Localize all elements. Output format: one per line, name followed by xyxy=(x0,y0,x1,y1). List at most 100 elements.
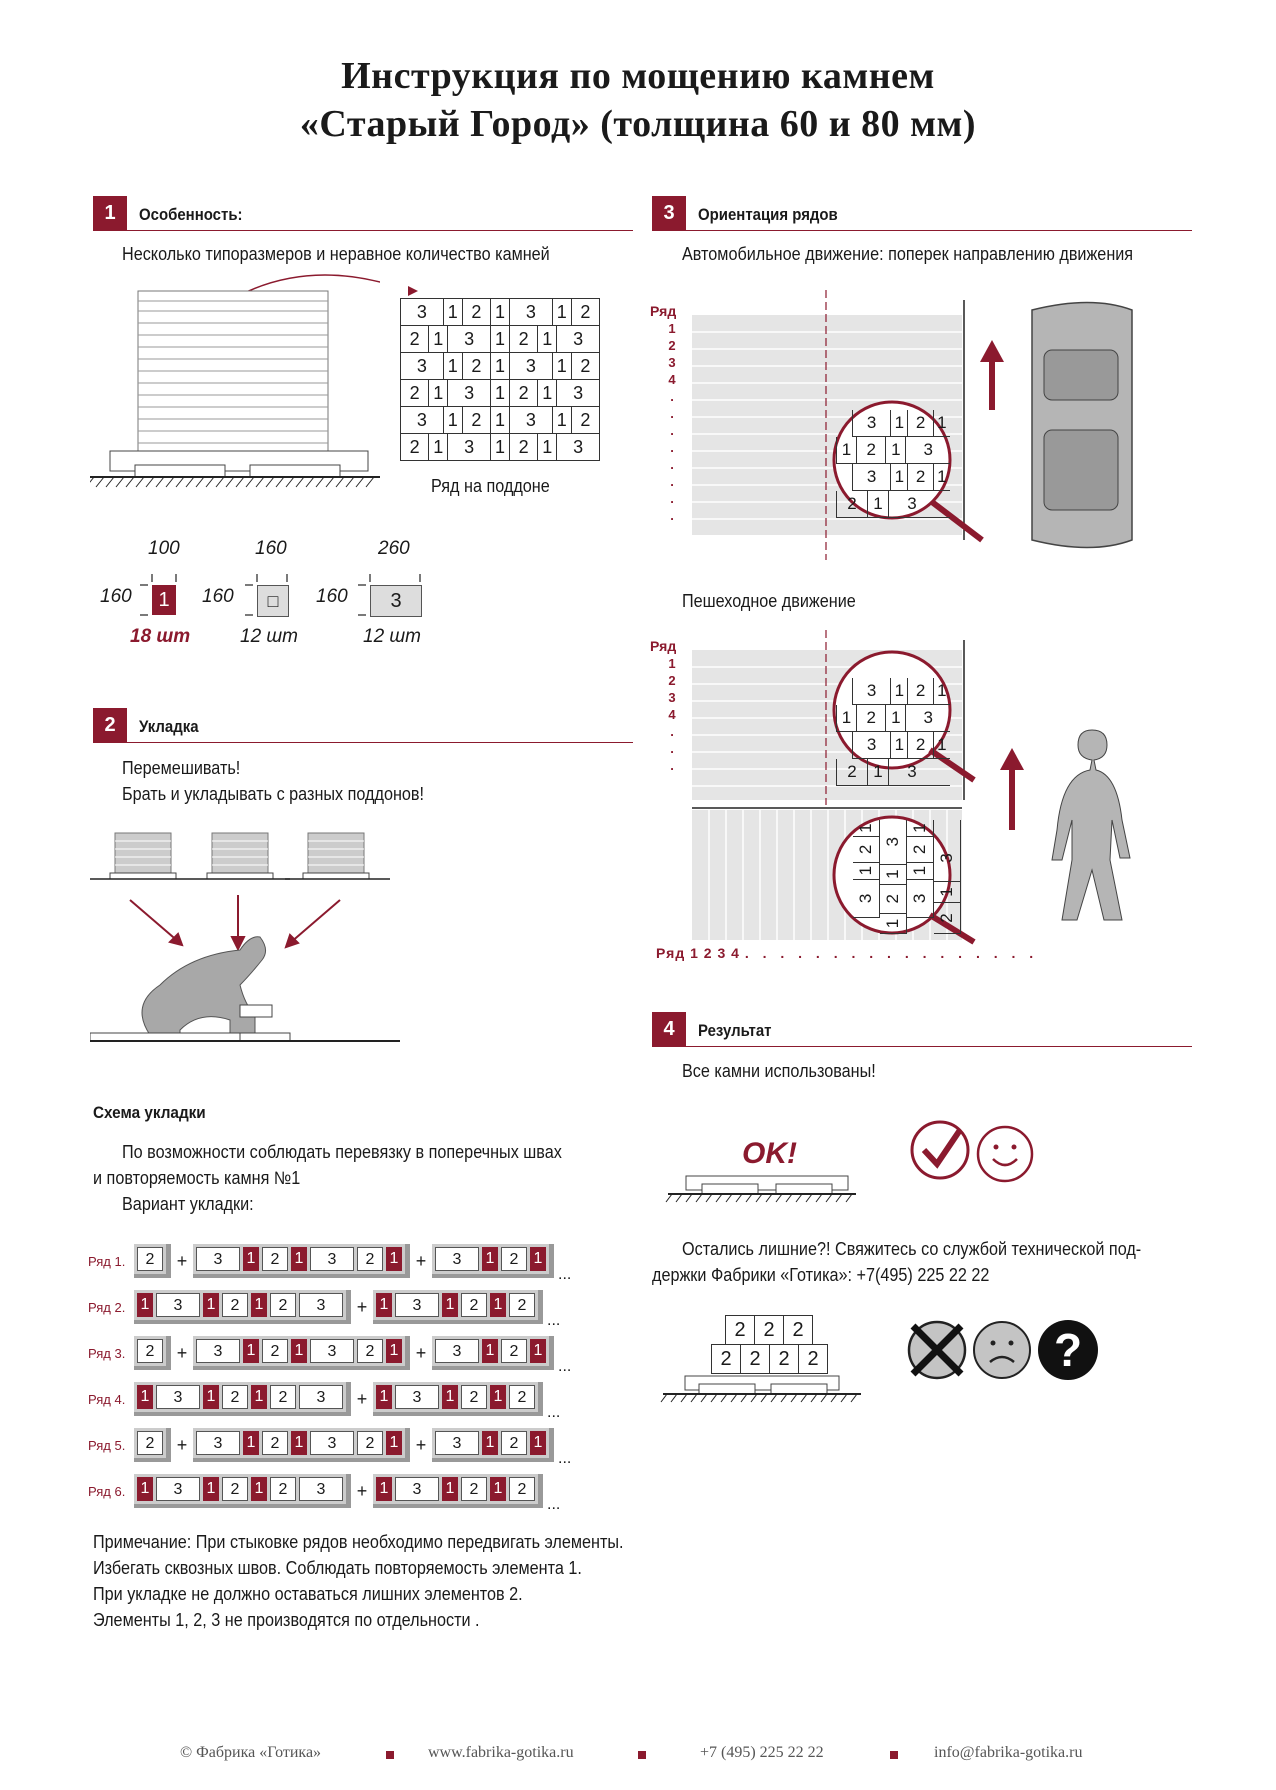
section2-line2: Брать и укладывать с разных поддонов! xyxy=(122,784,425,804)
scheme-stone: 3 xyxy=(299,1293,343,1317)
note-line3: При укладке не должно оставаться лишних … xyxy=(93,1584,523,1604)
pedestrian-text: Пешеходное движение xyxy=(682,591,856,611)
stack-stone: 2 xyxy=(754,1315,784,1345)
pallet-cell: 1 xyxy=(489,407,509,433)
smile-icon xyxy=(976,1125,1034,1183)
scheme-row-label: Ряд 2. xyxy=(88,1299,126,1315)
cross-icon xyxy=(907,1320,967,1380)
pallet-cell: 3 xyxy=(556,434,599,460)
footer-separator xyxy=(386,1751,394,1759)
scheme-stone: 1 xyxy=(251,1477,267,1501)
pallet-cell: 2 xyxy=(461,299,490,325)
pallet-cell: 1 xyxy=(489,326,509,352)
scheme-stone: 1 xyxy=(203,1477,219,1501)
stone2-box: □ xyxy=(257,585,289,617)
scheme-stone: 2 xyxy=(357,1339,383,1363)
scheme-stone: 1 xyxy=(482,1339,498,1363)
stone1-count: 18 шт xyxy=(130,626,191,647)
scheme-stone: 1 xyxy=(243,1339,259,1363)
magnifier-cell: 3 xyxy=(852,464,890,490)
scheme-stone: 1 xyxy=(137,1477,153,1501)
magnifier-cell: 2 xyxy=(836,759,867,785)
scheme-stone: 2 xyxy=(137,1431,163,1455)
stone1-box: 1 xyxy=(152,585,176,615)
scheme-stone: 2 xyxy=(509,1477,535,1501)
magnifier-cell: 3 xyxy=(852,410,890,436)
magnifier-cell: 3 xyxy=(907,879,933,918)
footer-email[interactable]: info@fabrika-gotika.ru xyxy=(934,1744,1083,1761)
ped-row-num-4: 4 xyxy=(668,707,676,722)
pallet-cell: 2 xyxy=(409,383,420,403)
scheme-stone: 2 xyxy=(461,1293,487,1317)
pallet-cell: 2 xyxy=(570,353,599,379)
section3-heading: Ориентация рядов xyxy=(698,205,838,224)
magnifier-cell: 1 xyxy=(853,820,879,838)
scheme-stone: 2 xyxy=(222,1293,248,1317)
scheme-line1: По возможности соблюдать перевязку в поп… xyxy=(122,1142,562,1162)
scheme-stone: 3 xyxy=(196,1431,240,1455)
note-line2: Избегать сквозных швов. Соблюдать повтор… xyxy=(93,1558,582,1578)
magnifier-cell: 3 xyxy=(852,732,890,758)
ped-row-num-3: 3 xyxy=(668,690,676,705)
ped-row-label: Ряд xyxy=(650,638,677,654)
pallet-caption: Ряд на поддоне xyxy=(431,476,550,496)
scheme-stone: 1 xyxy=(137,1385,153,1409)
magnifier-cell: 2 xyxy=(855,437,885,463)
section4-text: Все камни использованы! xyxy=(682,1061,876,1081)
scheme-stone: 1 xyxy=(442,1293,458,1317)
stone3-box: 3 xyxy=(370,585,422,617)
pallet-cell: 2 xyxy=(570,407,599,433)
section4-number: 4 xyxy=(652,1012,686,1046)
pallet-cell: 1 xyxy=(489,380,509,406)
pallet-cell: 2 xyxy=(461,353,490,379)
magnifier-cell: 3 xyxy=(934,835,960,882)
stone3-count: 12 шт xyxy=(363,626,422,647)
scheme-stone: 1 xyxy=(137,1293,153,1317)
plus-sign: + xyxy=(415,1250,427,1271)
section1-text: Несколько типоразмеров и неравное количе… xyxy=(122,244,550,264)
pallet-cell: 2 xyxy=(409,329,420,349)
title-line1: Инструкция по мощению камнем xyxy=(341,55,935,97)
magnifier-cell: 3 xyxy=(888,759,935,785)
pallet-cell: 1 xyxy=(489,353,509,379)
scheme-stone: 2 xyxy=(137,1247,163,1271)
scheme-row-label: Ряд 5. xyxy=(88,1437,126,1453)
pallet-cell: 3 xyxy=(447,434,490,460)
magnifier-cell: 3 xyxy=(888,491,935,517)
scheme-stone: 3 xyxy=(156,1477,200,1501)
scheme-stone: 1 xyxy=(243,1431,259,1455)
scheme-stone: 1 xyxy=(291,1431,307,1455)
scheme-stone: 1 xyxy=(203,1293,219,1317)
pallet-cell: 1 xyxy=(428,380,447,406)
footer-site[interactable]: www.fabrika-gotika.ru xyxy=(428,1744,574,1761)
scheme-stone: 2 xyxy=(501,1339,527,1363)
scheme-stone: 3 xyxy=(310,1431,354,1455)
pallet-arrowhead xyxy=(408,286,418,296)
scheme-stone: 3 xyxy=(310,1339,354,1363)
auto-row-label: Ряд xyxy=(650,303,677,319)
sad-face-icon xyxy=(973,1321,1031,1379)
auto-row-numbers: 1 2 3 4 ........ xyxy=(665,320,679,524)
magnifier-cell: 2 xyxy=(855,705,885,731)
stone2-side: 160 xyxy=(202,586,234,607)
scheme-ellipsis: ... xyxy=(547,1404,561,1421)
scheme-stone: 1 xyxy=(482,1247,498,1271)
auto-orientation-diagram xyxy=(692,290,1133,560)
magnifier-cell: 1 xyxy=(880,864,906,885)
pallet-cell: 3 xyxy=(447,326,490,352)
footer-copyright: © Фабрика «Готика» xyxy=(180,1744,322,1761)
scheme-stone: 1 xyxy=(442,1477,458,1501)
pallet-cell: 3 xyxy=(416,356,427,376)
pallet-cell: 2 xyxy=(409,437,420,457)
ok-label: OK! xyxy=(742,1137,797,1170)
